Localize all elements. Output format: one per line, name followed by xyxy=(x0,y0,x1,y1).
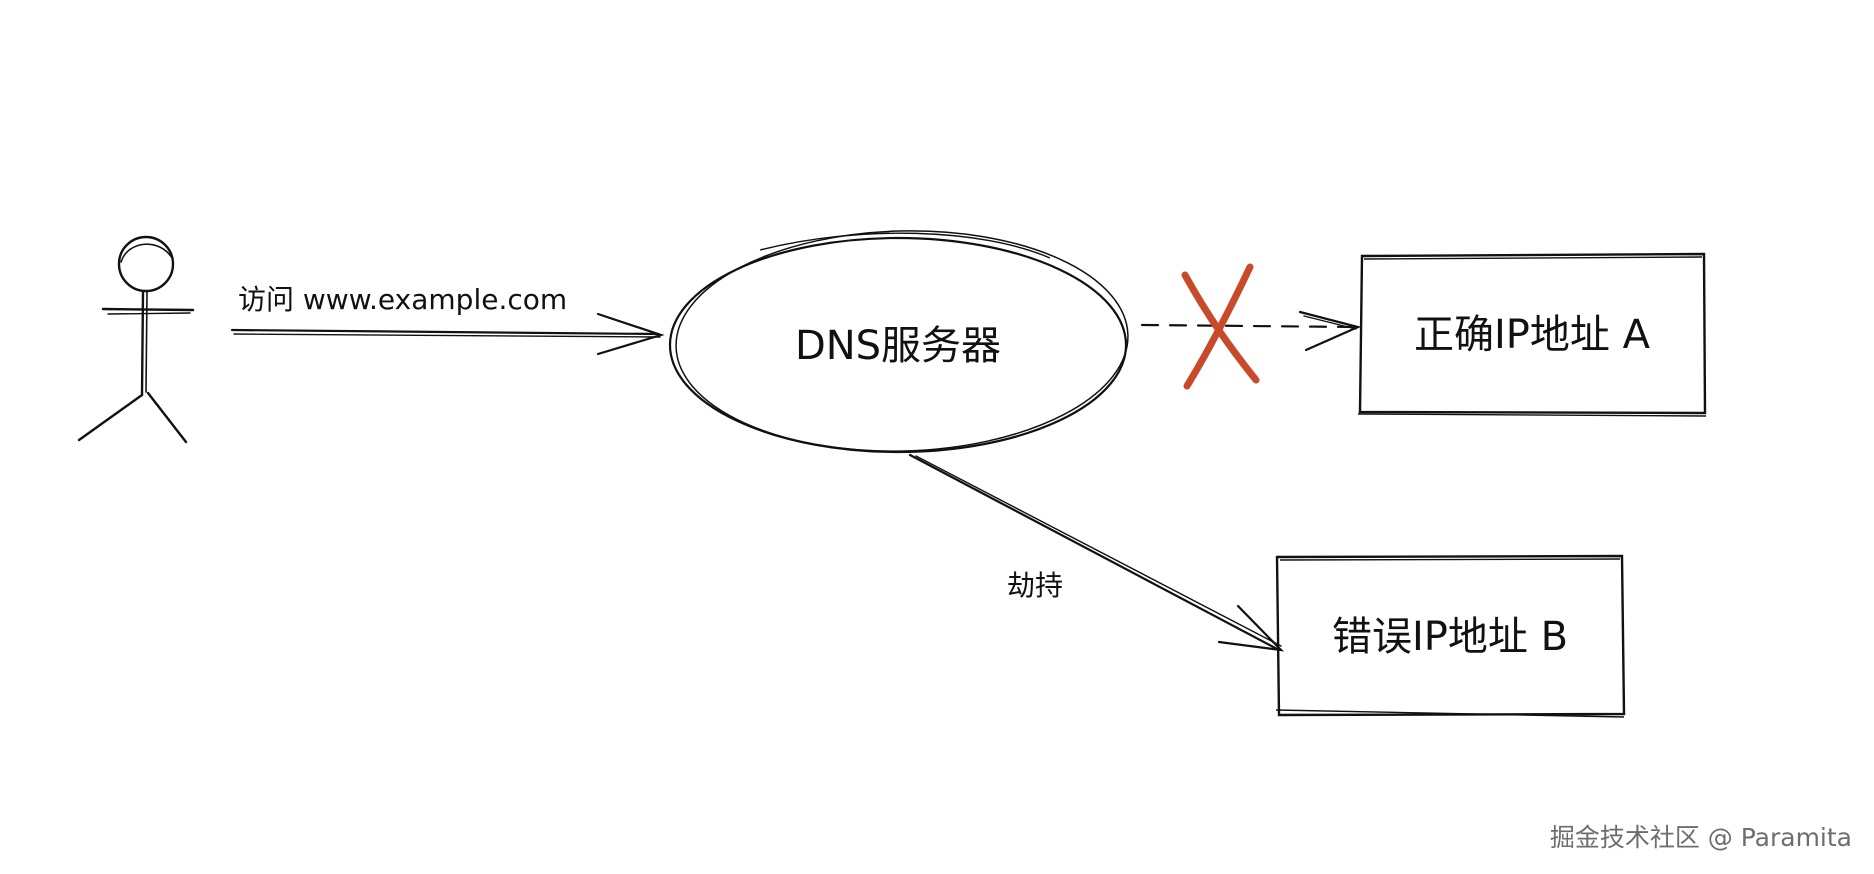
wrong-ip-label: 错误IP地址 B xyxy=(1332,614,1568,660)
user-head xyxy=(117,235,175,293)
watermark-text: 掘金技术社区 @ Paramita xyxy=(1549,823,1852,852)
dns-server-node[interactable] xyxy=(668,225,1131,457)
wrong-ip-node[interactable] xyxy=(1275,554,1626,718)
edge-dns-to-wrong xyxy=(908,453,1285,652)
correct-ip-label: 正确IP地址 A xyxy=(1414,312,1651,358)
correct-ip-node[interactable] xyxy=(1357,252,1707,417)
edge-user-to-dns xyxy=(230,312,665,356)
dns-server-label: DNS服务器 xyxy=(795,323,1001,369)
edge-label-visit: 访问 www.example.com xyxy=(238,283,567,316)
cross-mark-icon xyxy=(1181,263,1260,390)
edge-label-hijack: 劫持 xyxy=(1007,569,1063,602)
edge-dns-to-correct xyxy=(1140,310,1362,352)
arrowhead-user-dns xyxy=(596,312,665,356)
arrowhead-dns-wrong xyxy=(1217,604,1285,652)
user-right-leg xyxy=(146,391,188,444)
user-stick-figure xyxy=(77,235,195,444)
user-body xyxy=(140,290,145,397)
user-left-leg xyxy=(77,393,144,442)
user-arms xyxy=(101,307,195,312)
